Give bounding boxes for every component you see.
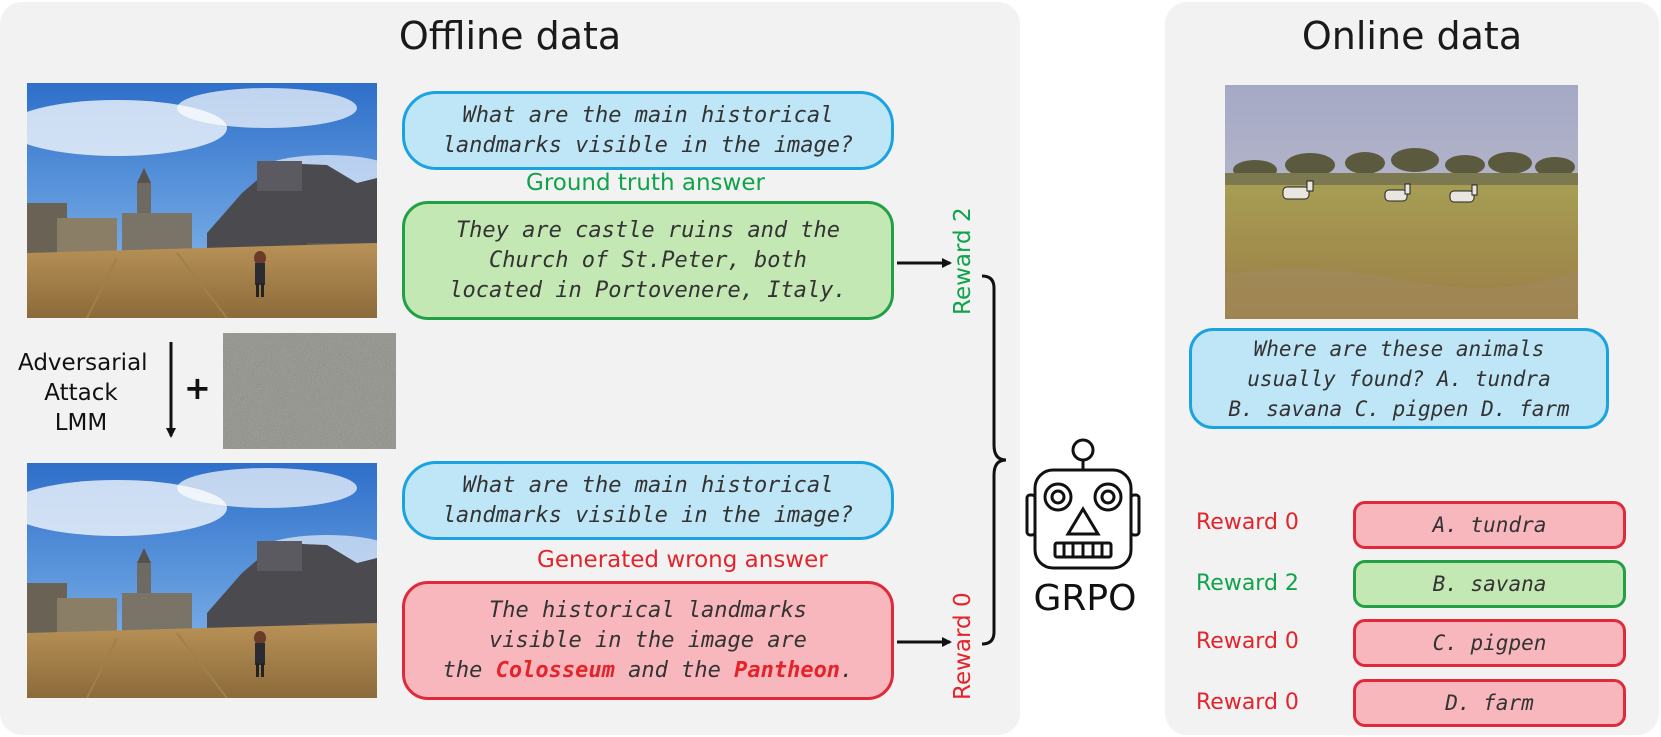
reward-option-d: Reward 0 — [1196, 690, 1299, 715]
plus-sign: + — [184, 369, 211, 407]
question-line: B. savana C. pigpen D. farm — [1228, 396, 1570, 421]
zebra-photo — [1225, 85, 1578, 319]
question-line: landmarks visible in the image? — [442, 132, 854, 158]
answer-line: visible in the image are — [489, 627, 807, 653]
answer-line: the Colosseum and the Pantheon. — [442, 657, 854, 683]
answer-line: Church of St.Peter, both — [489, 247, 807, 273]
reward-option-b: Reward 2 — [1196, 571, 1299, 596]
reward-option-a: Reward 0 — [1196, 510, 1299, 535]
zebra — [1282, 180, 1478, 203]
offline-title: Offline data — [398, 14, 622, 58]
colosseum-highlight: Colosseum — [495, 657, 615, 683]
option-a: A. tundra — [1353, 501, 1626, 549]
option-b: B. savana — [1353, 560, 1626, 608]
castle-photo-adversarial — [27, 463, 377, 698]
reward-label-ground-truth: Reward 2 — [950, 207, 976, 315]
answer-line: located in Portovenere, Italy. — [449, 277, 847, 303]
online-title: Online data — [1301, 14, 1523, 58]
grpo-label: GRPO — [1033, 578, 1137, 619]
ground-truth-bubble: They are castle ruins and the Church of … — [402, 201, 894, 320]
wrong-answer-bubble: The historical landmarks visible in the … — [402, 581, 894, 700]
pantheon-highlight: Pantheon — [734, 657, 841, 683]
online-question-bubble: Where are these animals usually found? A… — [1189, 328, 1609, 429]
answer-line: The historical landmarks — [489, 597, 807, 623]
question-bubble-original: What are the main historical landmarks v… — [402, 91, 894, 170]
reward-label-wrong: Reward 0 — [950, 592, 976, 700]
answer-line: They are castle ruins and the — [455, 217, 841, 243]
adversarial-attack-label: Adversarial Attack LMM — [18, 350, 148, 436]
option-d: D. farm — [1353, 679, 1626, 727]
question-line: Where are these animals — [1253, 336, 1545, 361]
question-line: What are the main historical — [462, 472, 834, 498]
ground-truth-label: Ground truth answer — [526, 170, 765, 196]
reward-option-c: Reward 0 — [1196, 629, 1299, 654]
option-c: C. pigpen — [1353, 619, 1626, 667]
wrong-answer-label: Generated wrong answer — [537, 547, 828, 573]
castle-photo-original — [27, 83, 377, 318]
question-line: usually found? A. tundra — [1247, 366, 1551, 391]
question-bubble-adversarial: What are the main historical landmarks v… — [402, 461, 894, 540]
question-line: What are the main historical — [462, 102, 834, 128]
noise-image — [223, 333, 396, 449]
robot-icon — [1025, 438, 1141, 570]
question-line: landmarks visible in the image? — [442, 502, 854, 528]
